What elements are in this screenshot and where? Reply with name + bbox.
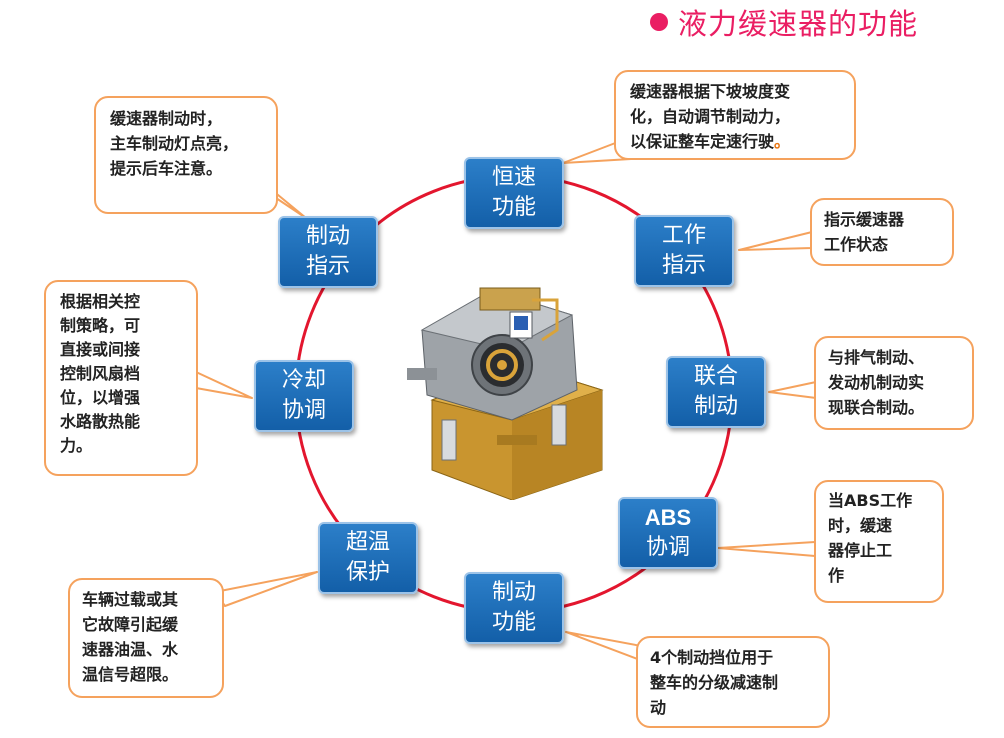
callout-overheat-protection: 车辆过载或其 它故障引起缓 速器油温、水 温信号超限。 xyxy=(68,578,224,698)
callout-text-line: 直接或间接 xyxy=(60,340,141,359)
callout-cooling-coordination: 根据相关控 制策略，可 直接或间接 控制风扇档 位，以增强 水路散热能 力。 xyxy=(44,280,198,476)
node-label-line: 协调 xyxy=(281,398,326,423)
callout-text-line: 现联合制动。 xyxy=(828,398,925,417)
callout-text-line: 控制风扇档 xyxy=(60,364,141,383)
bullet-dot-icon xyxy=(650,13,668,31)
callout-text-line: 作 xyxy=(828,566,845,585)
callout-text-line: 温信号超限。 xyxy=(82,665,179,684)
node-label-line: 恒速 xyxy=(491,165,536,190)
callout-text-line: 整车的分级减速制 xyxy=(650,673,779,692)
callout-text-line: 缓速器制动时， xyxy=(110,109,223,128)
callout-pointer-combined xyxy=(768,381,817,399)
callout-text-line: 提示后车注意。 xyxy=(110,159,223,178)
callout-text-line: 根据相关控 xyxy=(60,292,141,311)
callout-text-line: 制策略，可 xyxy=(60,316,141,335)
callout-text-fragment: 。 xyxy=(774,132,791,151)
callout-pointer-work-status xyxy=(738,231,813,251)
node-constant-speed[interactable]: 恒速 功能 xyxy=(464,157,564,229)
callout-text-line: 速器油温、水 xyxy=(82,640,179,659)
node-label-line: 冷却 xyxy=(281,368,326,393)
callout-text-line: 它故障引起缓 xyxy=(82,615,179,634)
callout-abs-coordination: 当ABS工作 时，缓速 器停止工 作 xyxy=(814,480,944,603)
callout-text-line: 器停止工 xyxy=(828,541,893,560)
callout-constant-speed: 缓速器根据下坡坡度变 化，自动调节制动力， 以保证整车定速行驶。 xyxy=(614,70,856,160)
page-title: 液力缓速器的功能 xyxy=(650,2,918,42)
callout-text-line: 主车制动灯点亮， xyxy=(110,134,239,153)
node-label-line: ABS xyxy=(644,505,692,530)
callout-text-line: 与排气制动、 xyxy=(828,348,925,367)
node-overheat-protection[interactable]: 超温 保护 xyxy=(318,522,418,594)
node-label-line: 制动 xyxy=(491,580,536,605)
retarder-assembly-image xyxy=(407,287,604,500)
callout-combined-braking: 与排气制动、 发动机制动实 现联合制动。 xyxy=(814,336,974,430)
node-label-line: 超温 xyxy=(345,530,390,555)
node-brake-indicator[interactable]: 制动 指示 xyxy=(278,216,378,288)
callout-pointer-cooling xyxy=(195,371,253,399)
node-combined-braking[interactable]: 联合 制动 xyxy=(666,356,766,428)
callout-braking-function: 4个制动挡位用于 整车的分级减速制 动 xyxy=(636,636,830,728)
callout-text-fragment: 以保证整车定速行驶 xyxy=(630,132,775,151)
node-label-line: 指示 xyxy=(661,253,706,278)
node-label-line: 功能 xyxy=(491,610,536,635)
callout-text-line: 以保证整车定速行驶。 xyxy=(630,129,840,154)
callout-text-line: 当ABS工作 xyxy=(828,491,913,510)
node-label-line: 协调 xyxy=(645,535,690,560)
node-label-line: 指示 xyxy=(305,254,350,279)
node-abs-coordination[interactable]: ABS 协调 xyxy=(618,497,718,569)
callout-brake-indicator: 缓速器制动时， 主车制动灯点亮， 提示后车注意。 xyxy=(94,96,278,214)
callout-text-line: 水路散热能 xyxy=(60,412,141,431)
callout-text-line: 缓速器根据下坡坡度变 xyxy=(630,82,791,101)
callout-text-line: 时，缓速 xyxy=(828,516,893,535)
callout-text-line: 动 xyxy=(650,698,667,717)
node-label-line: 联合 xyxy=(693,364,738,389)
callout-pointer-abs xyxy=(717,541,816,557)
callout-text-line: 力。 xyxy=(60,436,93,455)
node-label-line: 功能 xyxy=(491,195,536,220)
callout-text-line: 位，以增强 xyxy=(60,388,141,407)
node-cooling-coordination[interactable]: 冷却 协调 xyxy=(254,360,354,432)
callout-work-status: 指示缓速器 工作状态 xyxy=(810,198,954,266)
node-label-line: 制动 xyxy=(305,224,350,249)
callout-text-line: 车辆过载或其 xyxy=(82,590,179,609)
node-work-status[interactable]: 工作 指示 xyxy=(634,215,734,287)
callout-text-line: 工作状态 xyxy=(824,235,889,254)
node-label-line: 制动 xyxy=(693,394,738,419)
node-braking-function[interactable]: 制动 功能 xyxy=(464,572,564,644)
callout-text-line: 指示缓速器 xyxy=(824,210,905,229)
node-label-line: 工作 xyxy=(661,223,706,248)
callout-text-line: 发动机制动实 xyxy=(828,373,925,392)
page-title-text: 液力缓速器的功能 xyxy=(678,7,919,41)
node-label-line: 保护 xyxy=(345,560,390,585)
callout-text-line: 4个制动挡位用于 xyxy=(650,648,774,667)
callout-pointer-overheat xyxy=(214,571,318,607)
callout-text-line: 化，自动调节制动力， xyxy=(630,107,791,126)
